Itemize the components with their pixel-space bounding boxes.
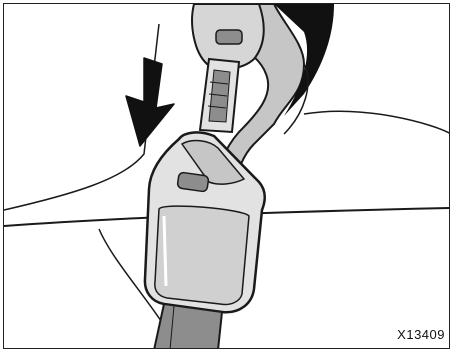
figure-code-label: X13409 xyxy=(397,327,445,342)
latch-plate xyxy=(192,4,264,132)
insert-direction-arrow-icon xyxy=(126,58,174,146)
buckle-stem xyxy=(154,304,222,349)
seatbelt-buckle-illustration xyxy=(4,4,450,349)
buckle-body xyxy=(145,132,265,312)
release-button xyxy=(177,172,209,192)
seatbelt-illustration-frame: X13409 xyxy=(3,3,450,349)
seat-side-curve xyxy=(304,111,450,134)
